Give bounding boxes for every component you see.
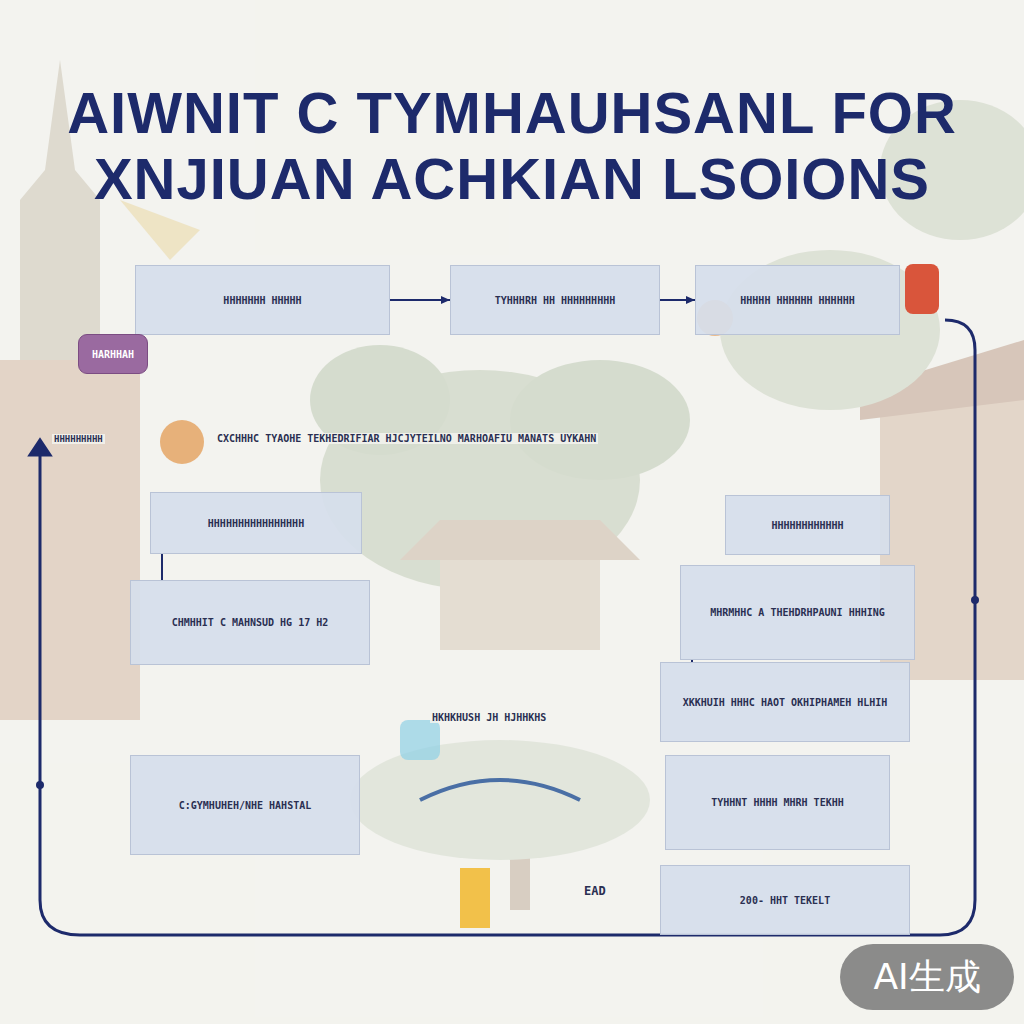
connector (660, 299, 695, 301)
watermark-text: AI生成 (873, 953, 980, 1002)
process-box: C:GYMHUHEH/NHE HAHSTAL (130, 755, 360, 855)
connector (161, 554, 163, 580)
box-text: XKKHUIH HHHC HAOT OKHIPHAMEH HLHIH (683, 696, 888, 709)
process-box: TYHHNT HHHH MHRH TEKHH (665, 755, 890, 850)
frame-loop (30, 320, 975, 935)
note-label: CXCHHHC TYAOHE TEKHEDRIFIAR HJCJYTEILNO … (215, 433, 598, 444)
watermark: AI生成 (840, 944, 1014, 1010)
process-box: XKKHUIH HHHC HAOT OKHIPHAMEH HLHIH (660, 662, 910, 742)
process-box: CHMHHIT C MAHNSUD HG 17 H2 (130, 580, 370, 665)
box-text: MHRMHHC A THEHDRHPAUNI HHHING (710, 606, 885, 619)
box-text: TYHHNT HHHH MHRH TEKHH (711, 796, 843, 809)
badge-box: HARHHAH (78, 334, 148, 374)
process-box: HHHHHHHHHHHH (725, 495, 890, 555)
decor-marks (36, 264, 979, 928)
process-box: HHHHHHH HHHHH (135, 265, 390, 335)
box-text: 200- HHT TEKELT (740, 894, 830, 907)
process-box: MHRMHHC A THEHDRHPAUNI HHHING (680, 565, 915, 660)
box-text: CHMHHIT C MAHNSUD HG 17 H2 (172, 616, 329, 629)
box-text: HARHHAH (92, 348, 134, 361)
diagram-title: AIWNIT C TYMHAUHSANL FOR XNJIUAN ACHKIAN… (60, 80, 964, 212)
box-text: HHHHH HHHHHH HHHHHH (740, 294, 854, 307)
box-text: HHHHHHHHHHHHHHHH (208, 517, 304, 530)
note-label: HKHKHUSH JH HJHHKHS (430, 712, 548, 723)
process-box: HHHHHHHHHHHHHHHH (150, 492, 362, 554)
process-box: HHHHH HHHHHH HHHHHH (695, 265, 900, 335)
box-text: TYHHHRH HH HHHHHHHHH (495, 294, 615, 307)
process-box: 200- HHT TEKELT (660, 865, 910, 935)
box-text: C:GYMHUHEH/NHE HAHSTAL (179, 799, 311, 812)
box-text: HHHHHHH HHHHH (223, 294, 301, 307)
note-label: HHHHHHHHH (52, 434, 105, 444)
box-text: HHHHHHHHHHHH (771, 519, 843, 532)
note-label: EAD (582, 884, 608, 898)
process-box: TYHHHRH HH HHHHHHHHH (450, 265, 660, 335)
connector (390, 299, 450, 301)
